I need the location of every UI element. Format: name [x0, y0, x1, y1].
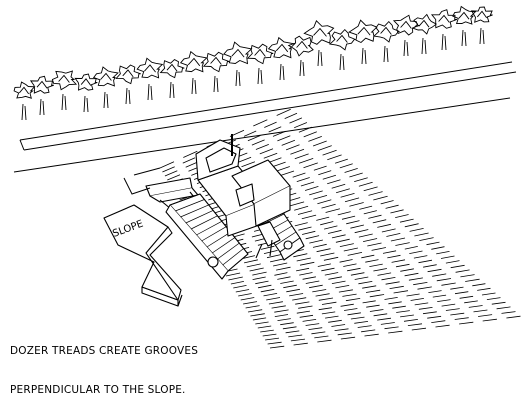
caption: DOZER TREADS CREATE GROOVES PERPENDICULA…: [10, 319, 198, 410]
tree-icon: [248, 44, 273, 84]
slope-tracking-diagram: SLOPE: [0, 0, 526, 359]
tree-icon: [204, 52, 229, 92]
tree-icon: [269, 38, 295, 80]
caption-line-2: PERPENDICULAR TO THE SLOPE.: [10, 384, 198, 397]
tree-icon: [31, 76, 54, 115]
tree-icon: [14, 82, 34, 120]
tree-icon: [75, 74, 97, 112]
tree-icon: [289, 36, 313, 76]
tree-icon: [94, 67, 118, 108]
tree-icon: [453, 7, 476, 47]
tree-icon: [374, 22, 399, 62]
tree-icon: [224, 42, 252, 86]
tree-icon: [413, 15, 436, 55]
tree-icon: [116, 65, 141, 104]
tree-icon: [52, 71, 76, 110]
tree-icon: [330, 30, 356, 70]
tree-icon: [304, 21, 333, 66]
tree-icon: [137, 58, 162, 100]
caption-line-1: DOZER TREADS CREATE GROOVES: [10, 345, 198, 358]
tree-icon: [161, 60, 185, 98]
slope-arrow-icon: SLOPE: [104, 205, 182, 306]
tree-icon: [349, 20, 377, 64]
tree-icon: [181, 52, 207, 94]
